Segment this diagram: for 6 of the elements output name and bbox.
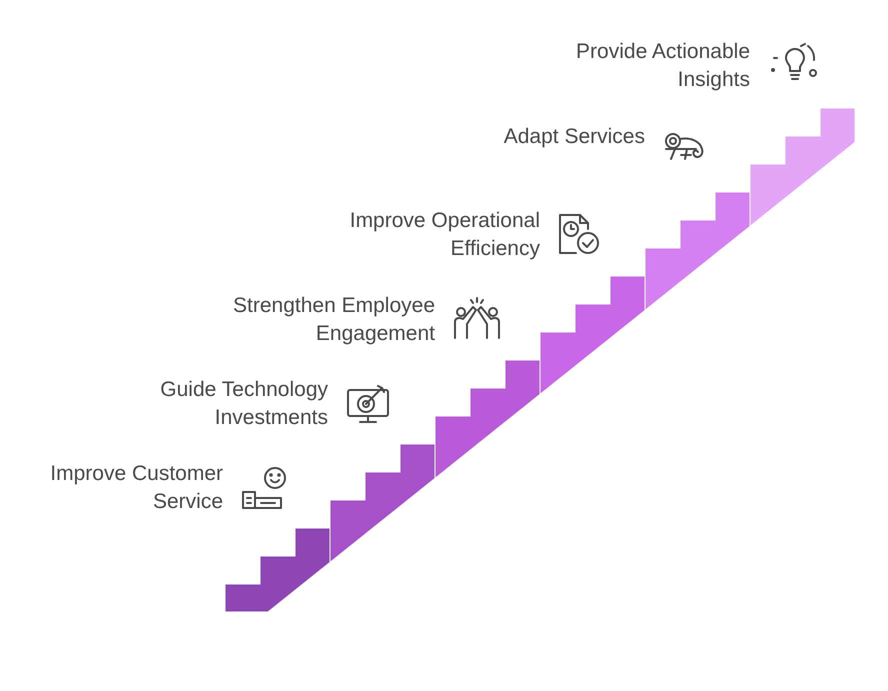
step-label: Strengthen Employee Engagement <box>232 293 435 347</box>
step-label: Adapt Services <box>502 124 645 150</box>
step-label: Improve Customer Service <box>49 461 223 515</box>
step-label: Guide Technology Investments <box>159 377 328 431</box>
step-label: Improve Operational Efficiency <box>348 208 540 262</box>
step-label: Provide Actionable Insights <box>575 39 750 93</box>
